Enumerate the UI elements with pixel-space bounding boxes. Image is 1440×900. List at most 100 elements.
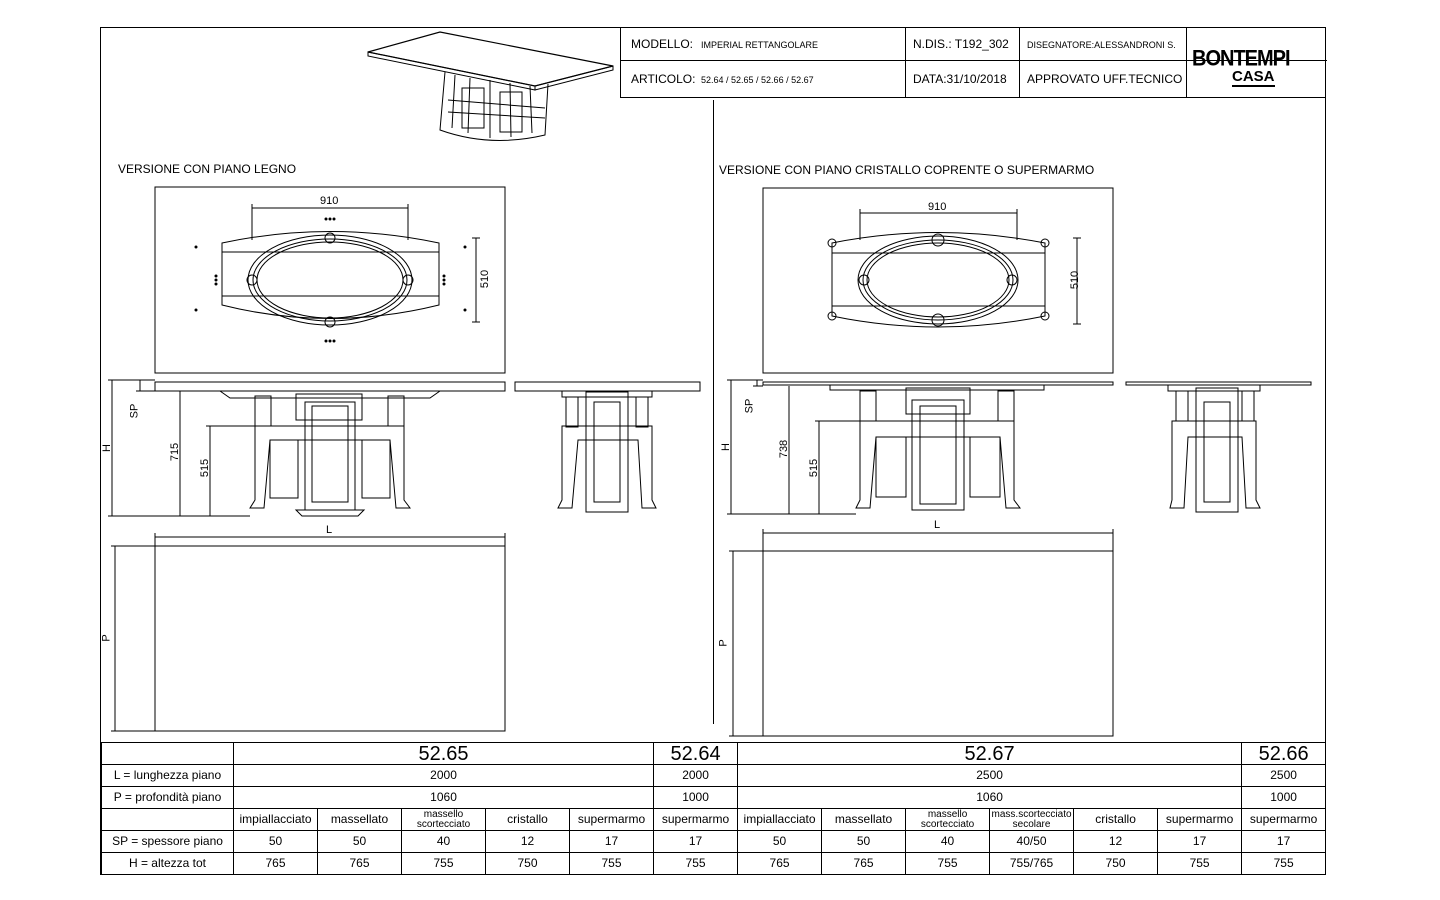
bontempi-logo: BONTEMPI CASA	[1192, 46, 1322, 88]
code-row: 52.65 52.64 52.67 52.66	[101, 742, 1327, 765]
code-52-67: 52.67	[737, 742, 1243, 765]
left-front-view	[154, 381, 506, 517]
thickness-label: SP = spessore piano	[101, 830, 234, 853]
left-dim-sp: SP	[128, 403, 141, 419]
right-dim-738: 738	[778, 439, 791, 459]
height-cell: 765	[821, 852, 907, 875]
left-dim-715: 715	[169, 442, 182, 462]
drawing-date: DATA:31/10/2018	[913, 72, 1007, 86]
drawing-number: N.DIS.: T192_302	[913, 37, 1009, 51]
left-plan-view	[154, 545, 506, 732]
height-cell: 755	[905, 852, 991, 875]
height-cell: 755	[1241, 852, 1327, 875]
material-row-header	[101, 808, 234, 831]
material-cell: massello scortecciato	[905, 808, 991, 831]
perspective-sketch	[367, 31, 614, 141]
right-view-title: VERSIONE CON PIANO CRISTALLO COPRENTE O …	[719, 163, 1095, 177]
designer: DISEGNATORE:ALESSANDRONI S.	[1027, 40, 1176, 50]
thickness-cell: 50	[737, 830, 823, 853]
right-dim-510: 510	[1069, 270, 1082, 290]
depth-52-65: 1060	[232, 786, 655, 809]
length-52-65: 2000	[232, 764, 655, 787]
thickness-cell: 17	[1241, 830, 1327, 853]
length-row: L = lunghezza piano 2000 2000 2500 2500	[101, 764, 1327, 787]
left-dims	[108, 379, 506, 732]
height-label: H = altezza tot	[101, 852, 234, 875]
right-dims	[727, 379, 1114, 737]
height-cell: 755/765	[989, 852, 1075, 875]
logo-brand-bottom: CASA	[1232, 68, 1275, 87]
left-side-view	[514, 381, 701, 513]
height-cell: 750	[485, 852, 570, 875]
depth-52-67: 1060	[737, 786, 1243, 809]
left-dim-510: 510	[479, 269, 492, 289]
right-plan-view	[762, 550, 1114, 737]
code-52-65: 52.65	[232, 742, 655, 765]
thickness-cell: 50	[233, 830, 318, 853]
thickness-cell: 17	[1157, 830, 1243, 853]
right-front-view	[762, 381, 1114, 511]
material-cell: cristallo	[1073, 808, 1159, 831]
modello-label: MODELLO:	[631, 37, 694, 51]
length-52-66: 2500	[1241, 764, 1327, 787]
logo-brand-top: BONTEMPI	[1192, 46, 1291, 72]
code-52-66: 52.66	[1241, 742, 1327, 765]
depth-52-66: 1000	[1241, 786, 1327, 809]
height-cell: 765	[737, 852, 823, 875]
depth-52-64: 1000	[653, 786, 739, 809]
height-cell: 765	[233, 852, 318, 875]
thickness-cell: 50	[317, 830, 402, 853]
material-cell: supermarmo	[1241, 808, 1327, 831]
right-dim-515: 515	[808, 458, 821, 478]
material-cell: impiallacciato	[737, 808, 823, 831]
height-row: H = altezza tot 765 765 755 750 755 755 …	[101, 852, 1327, 875]
thickness-row: SP = spessore piano 50 50 40 12 17 17 50…	[101, 830, 1327, 853]
length-52-67: 2500	[737, 764, 1243, 787]
left-dim-l: L	[326, 524, 333, 536]
length-52-64: 2000	[653, 764, 739, 787]
left-dim-515: 515	[199, 458, 212, 478]
views-divider	[713, 100, 714, 724]
material-cell: massellato	[821, 808, 907, 831]
code-row-header	[101, 742, 234, 765]
right-dim-910: 910	[928, 201, 947, 213]
right-dim-p: P	[717, 639, 730, 647]
material-cell: massellato	[317, 808, 402, 831]
height-cell: 755	[653, 852, 739, 875]
height-cell: 750	[1073, 852, 1159, 875]
length-label: L = lunghezza piano	[101, 764, 234, 787]
left-view-title: VERSIONE CON PIANO LEGNO	[118, 162, 297, 176]
height-cell: 765	[317, 852, 402, 875]
left-dim-p: P	[100, 634, 113, 642]
right-side-view	[1125, 381, 1312, 513]
left-top-view	[154, 186, 506, 374]
title-block-col2	[1019, 27, 1020, 97]
spec-table: 52.65 52.64 52.67 52.66 L = lunghezza pi…	[101, 742, 1327, 875]
left-dim-910: 910	[320, 195, 339, 207]
articolo-value: 52.64 / 52.65 / 52.66 / 52.67	[701, 75, 814, 85]
thickness-cell: 40	[401, 830, 486, 853]
approval: APPROVATO UFF.TECNICO	[1027, 72, 1183, 86]
thickness-cell: 12	[485, 830, 570, 853]
thickness-cell: 40	[905, 830, 991, 853]
material-row: impiallacciato massellato massello scort…	[101, 808, 1327, 831]
thickness-cell: 17	[653, 830, 739, 853]
depth-label: P = profondità piano	[101, 786, 234, 809]
material-cell: supermarmo	[1157, 808, 1243, 831]
drawing-frame	[100, 27, 1326, 875]
right-dim-h: H	[719, 443, 732, 451]
modello-value: IMPERIAL RETTANGOLARE	[701, 40, 819, 50]
depth-row: P = profondità piano 1060 1000 1060 1000	[101, 786, 1327, 809]
title-block-col1	[905, 27, 906, 97]
right-dim-sp: SP	[743, 398, 756, 414]
material-cell: impiallacciato	[233, 808, 318, 831]
height-cell: 755	[568, 852, 655, 875]
height-cell: 755	[1157, 852, 1243, 875]
thickness-cell: 12	[1073, 830, 1159, 853]
material-cell: massello scortecciato	[401, 808, 486, 831]
thickness-cell: 40/50	[989, 830, 1075, 853]
title-block-col3	[1186, 27, 1187, 97]
title-block: MODELLO: IMPERIAL RETTANGOLARE N.DIS.: T…	[620, 27, 1327, 98]
thickness-cell: 50	[821, 830, 907, 853]
